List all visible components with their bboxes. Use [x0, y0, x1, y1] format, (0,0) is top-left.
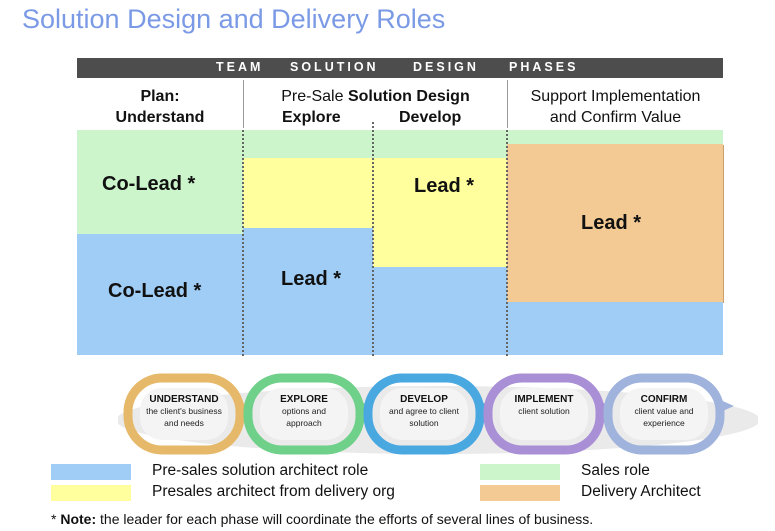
process-step-title: IMPLEMENT [515, 394, 574, 405]
page-title: Solution Design and Delivery Roles [22, 4, 446, 34]
phase-divider [242, 130, 244, 356]
header-presale-prefix: Pre-Sale [281, 88, 348, 105]
phase-divider [506, 130, 508, 356]
header-develop: Develop [399, 109, 462, 126]
support-delivery-architect-role-label: Lead * [581, 212, 642, 234]
process-step-confirm: CONFIRM client value and experience [603, 373, 734, 455]
header-plan: Plan: Understand [77, 80, 243, 128]
process-ring [483, 373, 605, 455]
process-step-line1: options and [282, 406, 326, 416]
plan-sales-cell [77, 130, 243, 234]
legend-swatch-sales [480, 464, 560, 480]
footnote: * Note: the leader for each phase will c… [51, 511, 593, 527]
header-presale-bold: Solution Design [347, 88, 470, 105]
process-ring-center [620, 388, 708, 440]
header-support-line1: Support Implementation [530, 88, 701, 105]
arrow-right-icon [476, 398, 488, 414]
arrow-right-icon [236, 398, 248, 414]
arrow-right-icon [716, 398, 734, 414]
header-presale-subphases: Explore Develop [244, 107, 507, 128]
process-step-line1: and agree to client [389, 406, 460, 416]
process-ring [243, 373, 365, 455]
process-ring [123, 373, 245, 455]
phase-divider [372, 122, 374, 356]
support-sales-cell [507, 130, 723, 144]
explore-sales-cell [243, 130, 373, 158]
explore-presales-cell [243, 228, 373, 355]
process-ring-center [140, 388, 228, 440]
header-presale: Pre-Sale Solution Design Explore Develop [243, 80, 507, 128]
legend-label-sales: Sales role [581, 462, 650, 479]
process-step-line1: client solution [518, 406, 570, 416]
process-cycle: UNDERSTAND the client's business and nee… [118, 373, 758, 455]
phase-bar: TEAM SOLUTION DESIGN PHASES [77, 58, 723, 78]
arrow-right-icon [596, 398, 608, 414]
develop-sales-cell [373, 130, 507, 158]
develop-delivery-org-role-label: Lead * [414, 175, 475, 197]
footnote-prefix: * [51, 511, 61, 527]
explore-presales-role-label: Lead * [281, 268, 342, 290]
phase-bar-word: DESIGN [413, 60, 479, 74]
legend-label-presales: Pre-sales solution architect role [152, 462, 369, 479]
legend-label-delivery-org: Presales architect from delivery org [152, 483, 395, 500]
header-support: Support Implementation and Confirm Value [507, 80, 723, 128]
plan-presales-cell [77, 234, 243, 355]
process-ring-center [260, 388, 348, 440]
process-step-line1: client value and [634, 406, 693, 416]
process-step-title: UNDERSTAND [149, 394, 218, 405]
header-explore: Explore [282, 109, 341, 126]
process-ring-center [380, 388, 468, 440]
process-ring-center [500, 388, 588, 440]
legend-swatch-presales [51, 464, 131, 480]
phase-bar-word: SOLUTION [290, 60, 379, 74]
arrow-right-icon [356, 398, 368, 414]
support-delivery-architect-cell [507, 144, 723, 302]
develop-delivery-org-cell [373, 158, 507, 267]
plan-presales-role-label: Co-Lead * [108, 280, 202, 302]
process-step-implement: IMPLEMENT client solution [483, 373, 608, 455]
footnote-text: the leader for each phase will coordinat… [96, 511, 594, 527]
footnote-bold: Note: [60, 511, 97, 527]
process-step-line2: approach [286, 418, 322, 428]
process-step-line1: the client's business [146, 406, 222, 416]
process-step-line2: solution [409, 418, 439, 428]
process-ring [603, 373, 725, 455]
process-step-explore: EXPLORE options and approach [243, 373, 368, 455]
process-step-title: DEVELOP [400, 394, 448, 405]
process-step-develop: DEVELOP and agree to client solution [363, 373, 488, 455]
legend-swatch-delivery-org [51, 485, 131, 501]
header-support-line2: and Confirm Value [549, 109, 682, 126]
support-presales-cell [507, 302, 723, 355]
legend-label-delivery-architect: Delivery Architect [581, 483, 701, 500]
header-plan-line2: Understand [115, 109, 205, 126]
phase-bar-word: PHASES [509, 60, 579, 74]
process-step-line2: experience [643, 418, 685, 428]
header-plan-line1: Plan: [140, 88, 180, 105]
process-ring [363, 373, 485, 455]
header-presale-title: Pre-Sale Solution Design [244, 86, 507, 107]
explore-delivery-org-cell [243, 158, 373, 228]
phase-bar-word: TEAM [216, 60, 264, 74]
develop-presales-cell [373, 267, 507, 355]
legend-swatch-delivery-architect [480, 485, 560, 501]
process-step-line2: and needs [164, 418, 204, 428]
process-step-understand: UNDERSTAND the client's business and nee… [123, 373, 248, 455]
process-step-title: EXPLORE [280, 394, 328, 405]
process-step-title: CONFIRM [641, 394, 688, 405]
plan-sales-role-label: Co-Lead * [102, 173, 196, 195]
